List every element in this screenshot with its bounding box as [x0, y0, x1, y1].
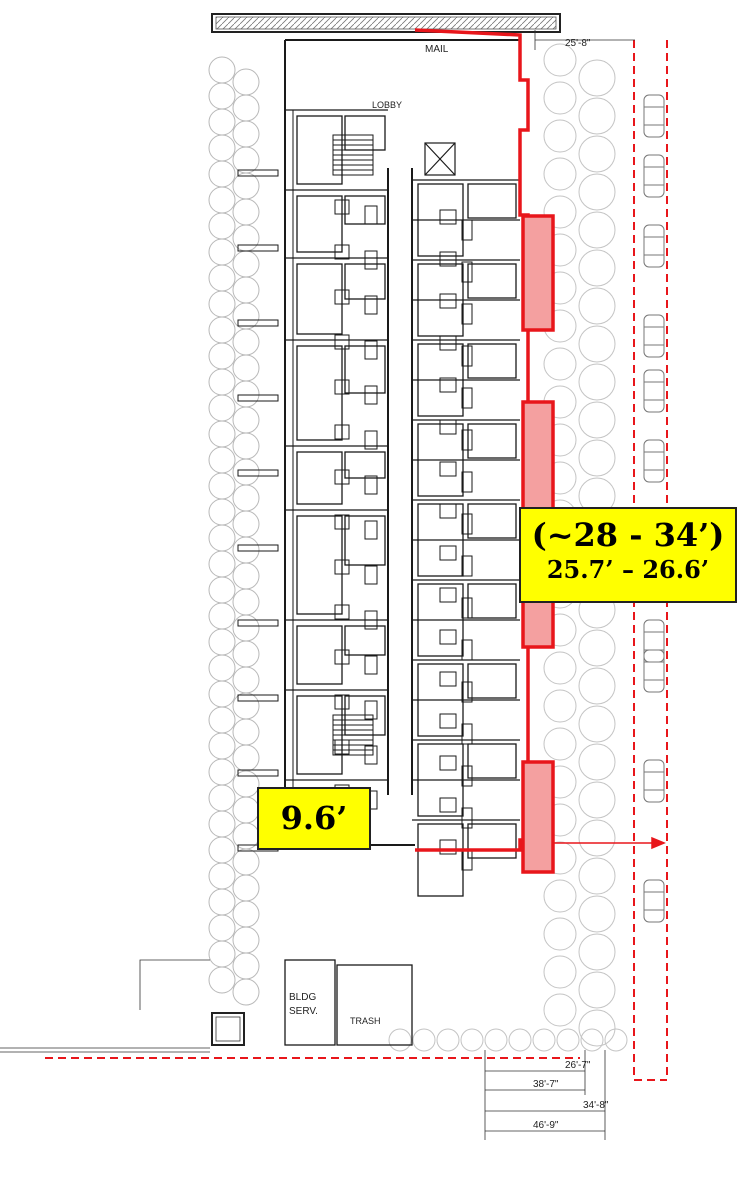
lobby-label: LOBBY: [372, 100, 402, 110]
unit-fixtures: [237, 169, 473, 871]
left-landscape: [208, 56, 260, 1006]
bottom-dimensions: [0, 30, 635, 1140]
trash-label: TRASH: [350, 1016, 381, 1026]
unit-partitions: [284, 109, 520, 1046]
red-building-edge: [414, 28, 530, 852]
dim-bottom-2: 38'-7": [533, 1079, 559, 1090]
stair-south: [332, 714, 374, 756]
setback-range-text: (~28 - 34’): [531, 516, 725, 554]
dim-bottom-4: 46'-9": [533, 1120, 559, 1131]
elevator: [424, 142, 456, 176]
dim-top: 25'-8": [565, 38, 591, 49]
setback-callout: (~28 - 34’) 25.7’ – 26.6’: [519, 507, 737, 603]
dim-bottom-3: 34'-8": [583, 1100, 609, 1111]
street-parking: [643, 94, 665, 923]
serv-label: SERV.: [289, 1006, 318, 1017]
building-outline: [261, 39, 520, 846]
mail-label: MAIL: [425, 44, 449, 55]
right-landscape: [388, 43, 628, 1052]
stair-north: [332, 134, 374, 176]
setback-measured-text: 25.7’ – 26.6’: [546, 555, 710, 584]
side-setback-callout: 9.6’: [257, 787, 371, 850]
bldg-label: BLDG: [289, 992, 316, 1003]
dim-bottom-1: 26'-7": [565, 1060, 591, 1071]
setback-arrow: [553, 836, 666, 850]
